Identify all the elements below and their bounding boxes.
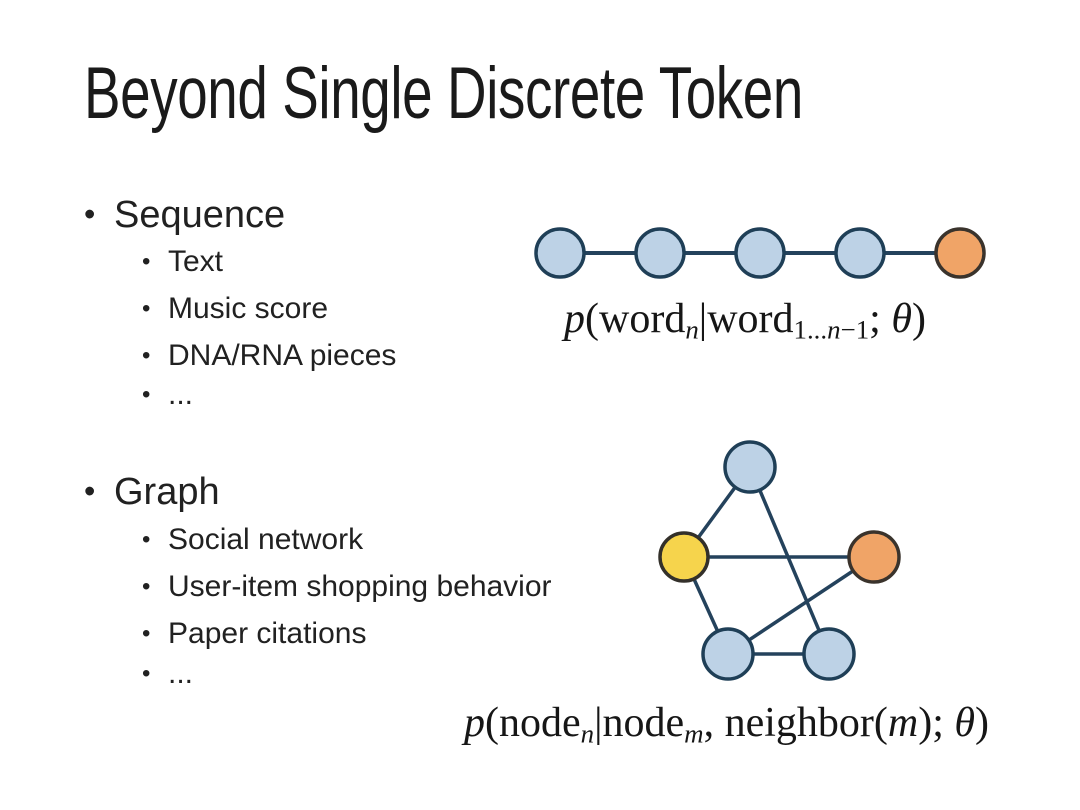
formula-term: m xyxy=(887,700,919,746)
seq-token-4 xyxy=(834,227,886,279)
formula-term: node xyxy=(499,700,581,746)
seq-token-predicted xyxy=(934,227,986,279)
slide-title: Beyond Single Discrete Token xyxy=(84,53,803,134)
graph-node-right-orange xyxy=(847,530,901,584)
formula-term: ( xyxy=(873,700,888,746)
formula-subscript: n xyxy=(827,314,841,345)
diagram-edge xyxy=(727,555,875,656)
formula-term: θ xyxy=(954,700,976,746)
diagram-edge xyxy=(682,556,730,655)
formula-term: ) xyxy=(975,700,990,746)
bullet-music-score: Music score xyxy=(142,290,328,328)
formula-term: , xyxy=(703,700,725,746)
bullet-sequence-ellipsis: ... xyxy=(142,376,193,414)
bullet-paper-citations: Paper citations xyxy=(142,615,366,653)
formula-term: p xyxy=(564,296,585,342)
bullet-sequence: Sequence xyxy=(84,192,285,240)
graph-node-bottom-left xyxy=(701,627,755,681)
graph-node-top xyxy=(723,440,777,494)
sequence-formula: p(wordn|word1...n−1; θ) xyxy=(564,295,926,343)
bullet-graph: Graph xyxy=(84,469,220,517)
formula-term: | xyxy=(698,296,708,342)
formula-subscript: −1 xyxy=(840,314,870,345)
formula-term: ) xyxy=(911,296,926,342)
formula-subscript: n xyxy=(580,718,595,749)
graph-node-left-yellow xyxy=(658,531,710,583)
formula-term: word xyxy=(707,296,794,342)
seq-token-2 xyxy=(634,227,686,279)
formula-term: p xyxy=(464,700,485,746)
formula-term: node xyxy=(602,700,685,746)
formula-subscript: 1... xyxy=(793,314,828,345)
graph-node-bottom-right xyxy=(802,627,856,681)
diagram-edge xyxy=(682,465,752,559)
diagram-edge xyxy=(748,466,831,655)
bullet-user-item: User-item shopping behavior xyxy=(142,568,552,606)
formula-term: θ xyxy=(891,296,912,342)
formula-subscript: n xyxy=(685,314,699,345)
bullet-text: Text xyxy=(142,243,223,281)
seq-token-1 xyxy=(534,227,586,279)
formula-term: ( xyxy=(585,296,599,342)
formula-term: neighbor xyxy=(724,700,874,746)
formula-term: word xyxy=(599,296,686,342)
formula-subscript: m xyxy=(684,718,704,749)
formula-term: | xyxy=(594,700,603,746)
bullet-graph-ellipsis: ... xyxy=(142,655,193,693)
graph-formula: p(noden|nodem, neighbor(m); θ) xyxy=(464,699,989,747)
formula-term: ; xyxy=(932,700,955,746)
formula-term: ) xyxy=(918,700,933,746)
seq-token-3 xyxy=(734,227,786,279)
bullet-social-network: Social network xyxy=(142,521,363,559)
formula-term: ; xyxy=(869,296,892,342)
bullet-dna-rna: DNA/RNA pieces xyxy=(142,337,396,375)
formula-term: ( xyxy=(485,700,499,746)
